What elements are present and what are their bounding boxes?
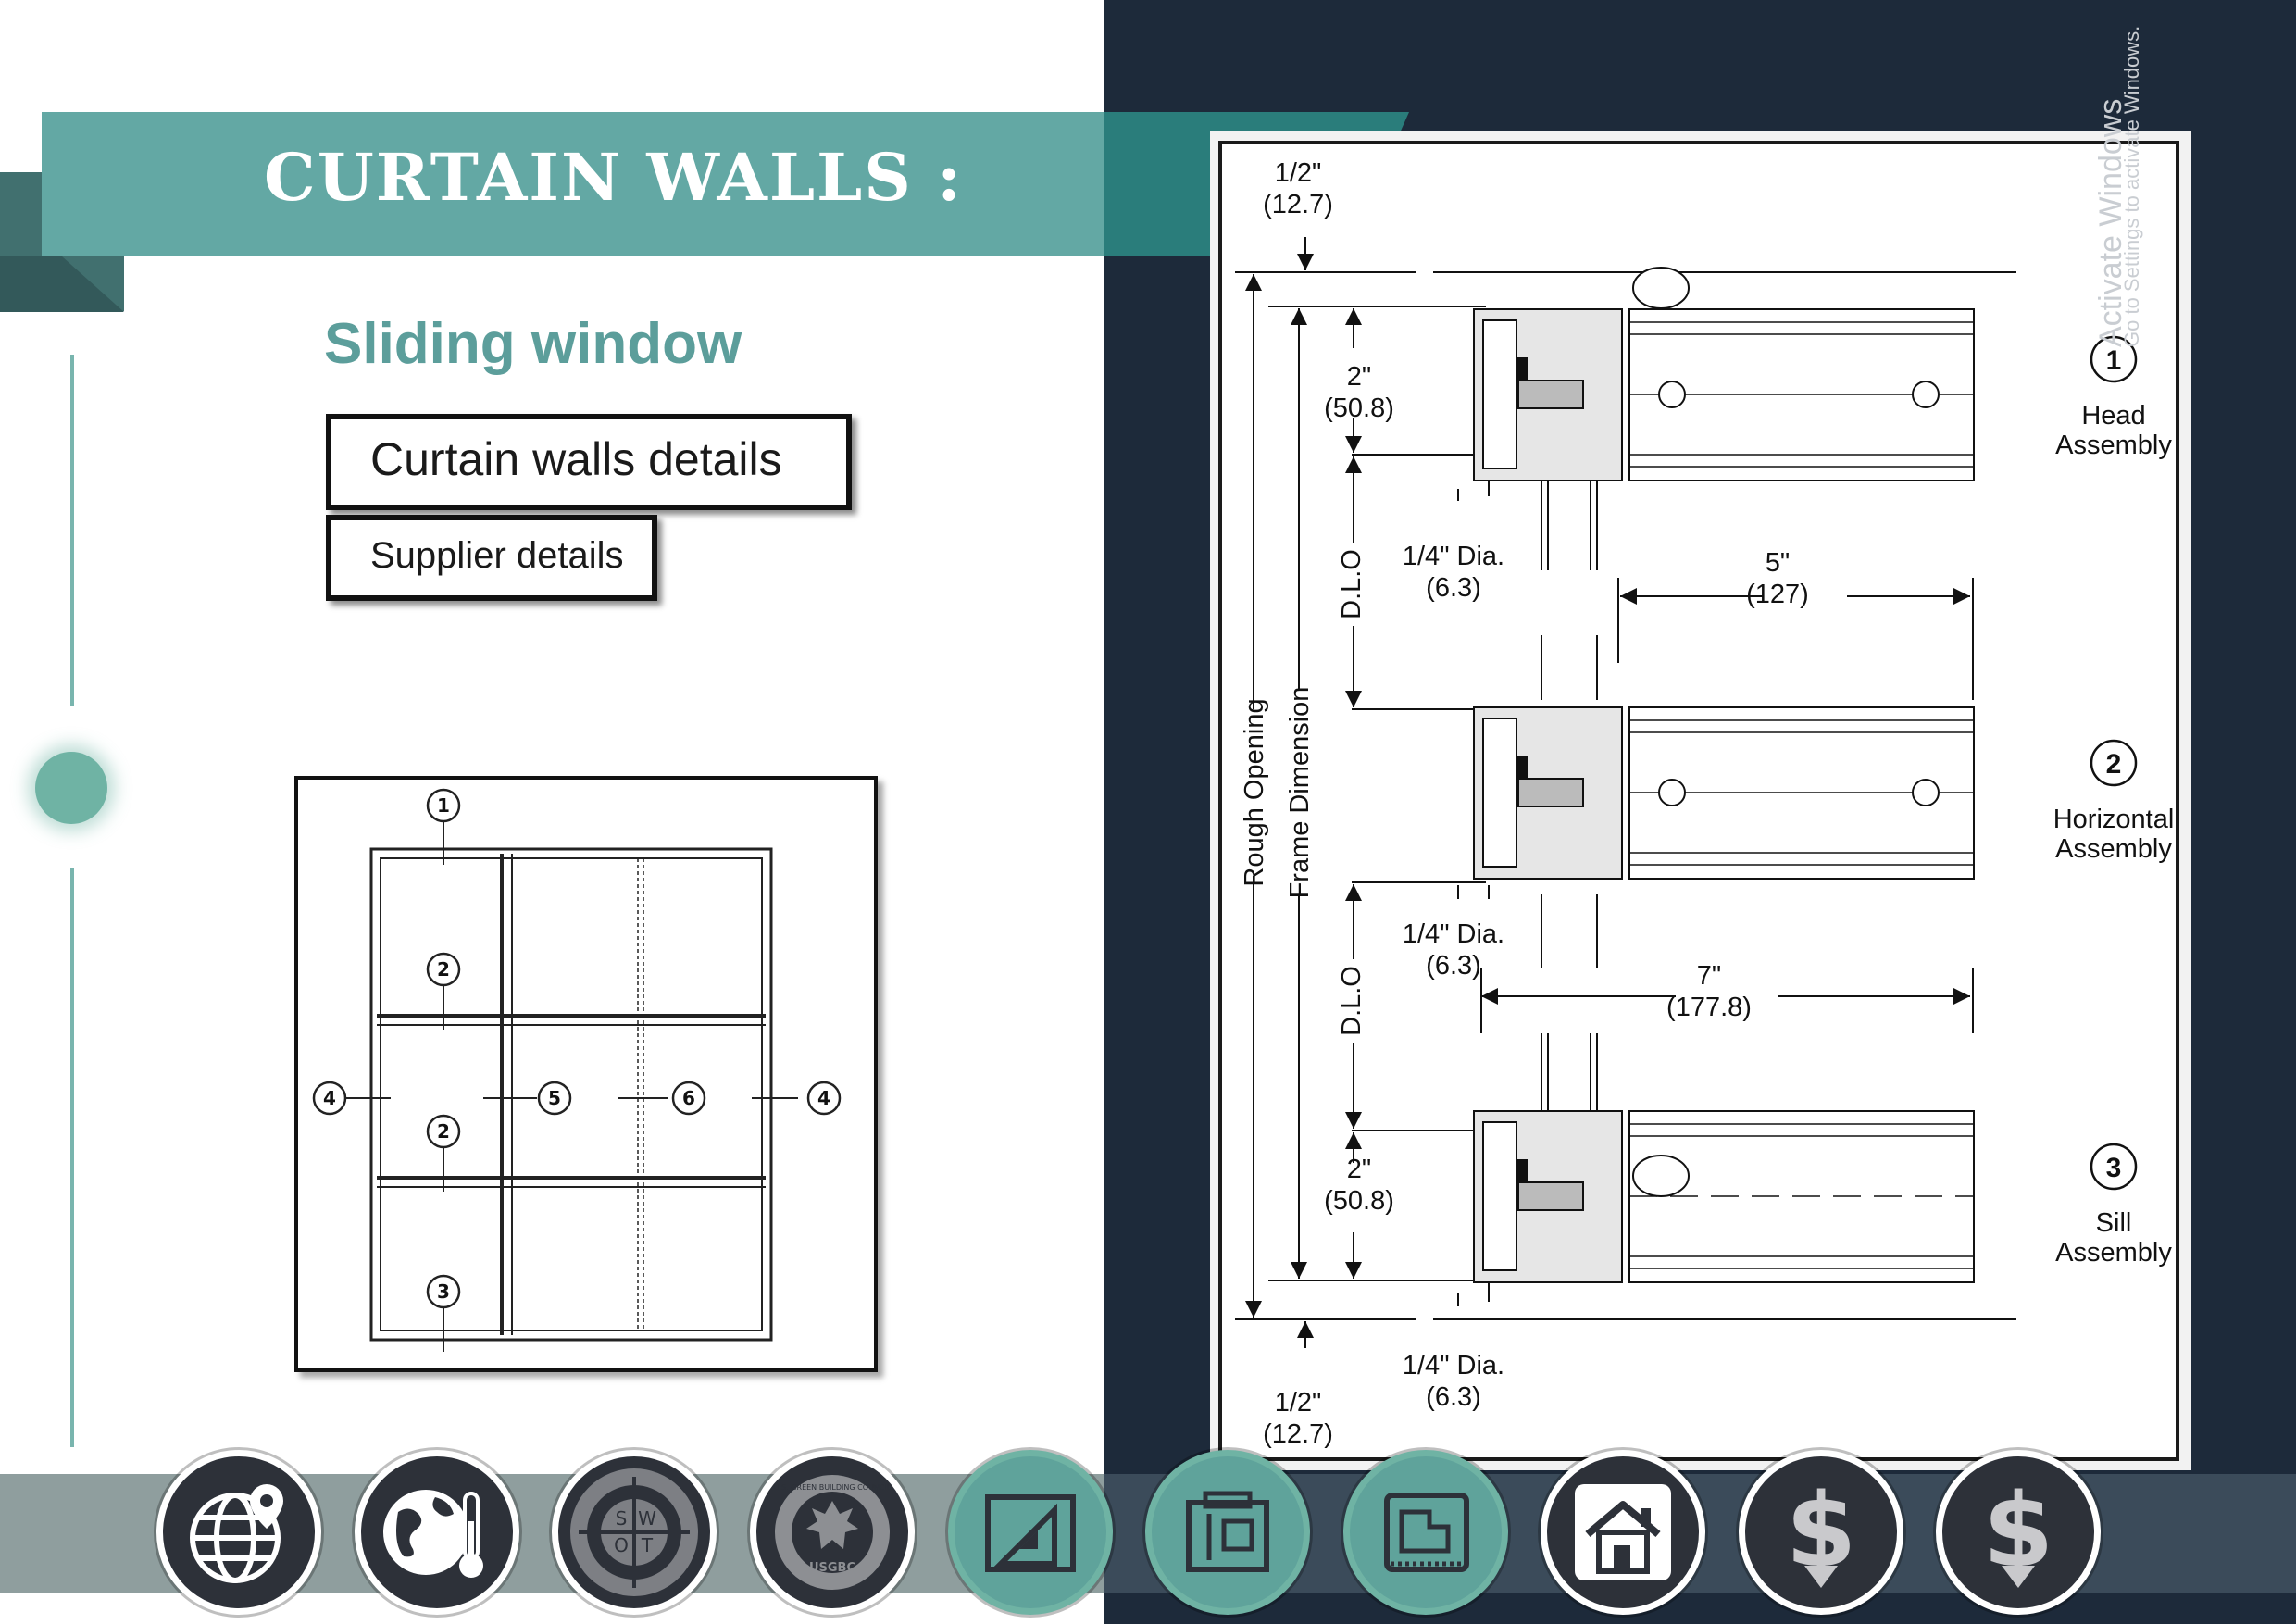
elevation-callout: 3 <box>437 1280 450 1303</box>
elevation-callout: 2 <box>437 958 450 981</box>
dim-frame-dimension: Frame Dimension <box>1285 687 1315 899</box>
dollar-down-icon[interactable]: $ <box>1739 1450 1903 1615</box>
assembly-label: Horizontal <box>2053 805 2175 834</box>
assembly-label: Assembly <box>2055 834 2172 864</box>
dim-dia-label: 1/4" Dia. <box>1403 542 1504 571</box>
dim-bottom-half-in: 1/2" <box>1275 1388 1322 1418</box>
timeline-line <box>70 868 74 1447</box>
dim-dia-label: 1/4" Dia. <box>1403 919 1504 949</box>
dim-dlo-bottom: D.L.O <box>1337 966 1366 1036</box>
dim-head-two-mm: (50.8) <box>1324 394 1394 423</box>
dim-top-half-mm: (12.7) <box>1263 190 1333 219</box>
earth-thermometer-icon[interactable] <box>355 1450 519 1615</box>
usgbc-icon[interactable]: USGBC U.S. GREEN BUILDING COUNCIL <box>750 1450 915 1615</box>
elevation-callout: 4 <box>323 1087 336 1109</box>
dim-rough-opening: Rough Opening <box>1240 698 1269 886</box>
dim-five-in: 5" <box>1766 548 1790 578</box>
assembly-label: Head <box>2081 401 2145 431</box>
floor-plan-icon[interactable] <box>1145 1450 1310 1615</box>
window-elevation-drawing: 1 2 2 3 4 5 6 4 <box>312 788 842 1352</box>
dim-sill-two-mm: (50.8) <box>1324 1186 1394 1216</box>
curtain-walls-details-label: Curtain walls details <box>370 433 782 485</box>
dim-dia-mm: (6.3) <box>1426 1382 1481 1412</box>
dim-dia-mm: (6.3) <box>1426 573 1481 603</box>
elevation-callout: 2 <box>437 1120 450 1143</box>
blueprint-icon[interactable] <box>1343 1450 1508 1615</box>
dim-dia-label: 1/4" Dia. <box>1403 1351 1504 1380</box>
section-detail-svg: 1/2" (12.7) 2" (50.8) 1/4" Dia. (6.3) 5"… <box>1235 158 2175 1449</box>
house-icon[interactable] <box>1541 1450 1705 1615</box>
assembly-number: 2 <box>2106 749 2122 780</box>
globe-location-icon[interactable] <box>156 1450 321 1615</box>
timeline-dot <box>35 752 107 824</box>
swot-letter: T <box>641 1534 654 1556</box>
page-title: CURTAIN WALLS : <box>264 139 964 216</box>
dim-head-two-in: 2" <box>1347 362 1371 392</box>
swot-letter: W <box>638 1507 656 1530</box>
dim-five-mm: (127) <box>1746 580 1809 609</box>
assembly-label: Sill <box>2096 1208 2132 1238</box>
dollar-down-icon[interactable]: $ <box>1936 1450 2101 1615</box>
section-detail-drawing: 1/2" (12.7) 2" (50.8) 1/4" Dia. (6.3) 5"… <box>1218 141 2179 1461</box>
slide-subtitle: Sliding window <box>324 312 742 376</box>
dim-seven-mm: (177.8) <box>1666 993 1752 1022</box>
dim-bottom-half-mm: (12.7) <box>1263 1419 1333 1449</box>
assembly-label: Assembly <box>2055 431 2172 460</box>
dim-dia-mm: (6.3) <box>1426 951 1481 981</box>
elevation-callout: 6 <box>682 1087 695 1109</box>
dim-seven-in: 7" <box>1697 961 1721 991</box>
dim-sill-two-in: 2" <box>1347 1155 1371 1184</box>
window-elevation-diagram: 1 2 2 3 4 5 6 4 <box>294 776 878 1372</box>
swot-letter: O <box>614 1534 629 1556</box>
swot-icon[interactable]: S W O T <box>552 1450 717 1615</box>
assembly-number: 1 <box>2106 345 2122 376</box>
timeline-line <box>70 355 74 706</box>
swot-letter: S <box>616 1507 628 1530</box>
watermark-subtitle: Go to Settings to activate Windows. <box>2120 25 2143 347</box>
supplier-details-label: Supplier details <box>370 535 624 576</box>
assembly-number: 3 <box>2106 1153 2122 1183</box>
usgbc-ring-label: U.S. GREEN BUILDING COUNCIL <box>774 1483 892 1492</box>
dim-top-half-in: 1/2" <box>1275 158 1322 188</box>
blueprint-ruler-icon[interactable] <box>948 1450 1113 1615</box>
elevation-callout: 5 <box>548 1087 561 1109</box>
usgbc-label: USGBC <box>809 1561 855 1575</box>
supplier-details-button[interactable]: Supplier details <box>326 515 657 601</box>
elevation-callout: 4 <box>817 1087 830 1109</box>
elevation-callout: 1 <box>437 794 450 817</box>
curtain-walls-details-button[interactable]: Curtain walls details <box>326 414 852 510</box>
activation-watermark: Activate Windows Go to Settings to activ… <box>2080 26 2143 356</box>
dim-dlo-top: D.L.O <box>1337 549 1366 619</box>
assembly-label: Assembly <box>2055 1238 2172 1268</box>
